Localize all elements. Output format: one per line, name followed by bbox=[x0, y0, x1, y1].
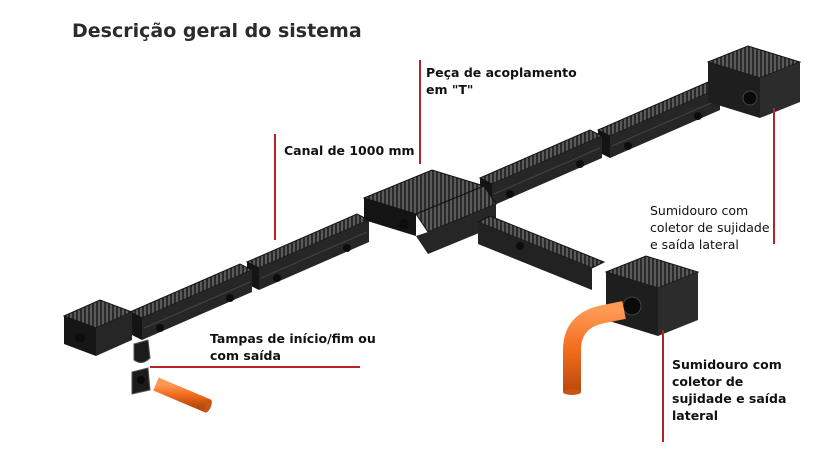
label-sump-right: Sumidouro com coletor de sujidade e saíd… bbox=[650, 202, 770, 253]
label-end-caps: Tampas de início/fim ou com saída bbox=[210, 330, 376, 364]
leader-line-sump-bottom bbox=[662, 330, 664, 442]
label-t-coupling: Peça de acoplamento em "T" bbox=[426, 64, 577, 98]
sump-box-bottom bbox=[604, 255, 700, 336]
channel-end-corner bbox=[62, 299, 134, 356]
label-t-coupling-line2: em "T" bbox=[426, 82, 474, 97]
outlet-pipe-elbow bbox=[563, 301, 626, 395]
channel-segment bbox=[479, 129, 603, 207]
channel-segment bbox=[246, 213, 370, 291]
leader-line-channel bbox=[274, 134, 276, 240]
end-cap-with-outlet bbox=[131, 367, 151, 395]
label-sump-bottom-line3: sujidade e saída bbox=[672, 391, 787, 406]
channel-segment bbox=[476, 215, 606, 290]
label-sump-bottom: Sumidouro com coletor de sujidade e saíd… bbox=[672, 356, 786, 424]
channel-segment bbox=[597, 81, 721, 159]
label-sump-bottom-line1: Sumidouro com bbox=[672, 357, 782, 372]
sump-box-top bbox=[706, 45, 802, 118]
leader-line-t-piece bbox=[419, 60, 421, 164]
label-end-caps-line1: Tampas de início/fim ou bbox=[210, 331, 376, 346]
channel-segment bbox=[129, 263, 253, 341]
page-title: Descrição geral do sistema bbox=[72, 20, 362, 42]
label-channel-line1: Canal de 1000 mm bbox=[284, 143, 415, 158]
label-sump-bottom-line4: lateral bbox=[672, 408, 719, 423]
leader-line-end-caps bbox=[150, 366, 360, 368]
label-sump-bottom-line2: coletor de bbox=[672, 374, 744, 389]
label-channel-1000: Canal de 1000 mm bbox=[284, 142, 415, 159]
label-end-caps-line2: com saída bbox=[210, 348, 281, 363]
label-sump-right-line3: e saída lateral bbox=[650, 237, 739, 252]
end-cap bbox=[133, 339, 151, 364]
outlet-pipe-straight bbox=[153, 377, 212, 413]
label-sump-right-line1: Sumidouro com bbox=[650, 203, 749, 218]
t-coupling-piece bbox=[362, 169, 497, 254]
leader-line-sump-right bbox=[773, 108, 775, 244]
label-t-coupling-line1: Peça de acoplamento bbox=[426, 65, 577, 80]
label-sump-right-line2: coletor de sujidade bbox=[650, 220, 770, 235]
